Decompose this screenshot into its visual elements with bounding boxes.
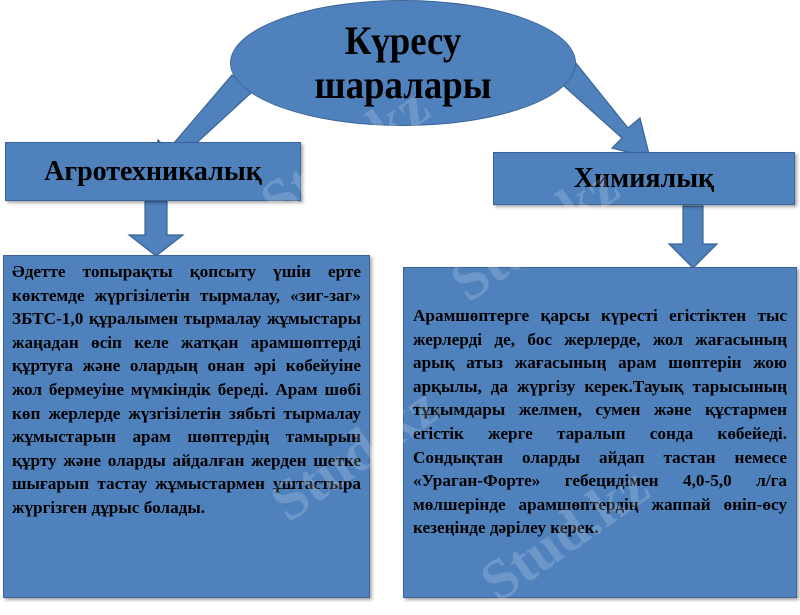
arrow-right-down-icon [667, 205, 719, 269]
branch-chemical-description: Арамшөптерге қарсы күресті егістіктен ты… [413, 306, 787, 538]
branch-agrotechnical-label: Агротехникалық [44, 155, 262, 187]
root-title-line1: Күресу [344, 18, 462, 63]
branch-chemical-header: Химиялық [493, 152, 795, 205]
branch-agrotechnical-header: Агротехникалық [5, 142, 301, 201]
branch-agrotechnical-description-box: Әдетте топырақты қопсыту үшін ерте көкте… [3, 255, 370, 598]
arrow-left-down-icon [127, 200, 185, 257]
branch-chemical-description-box: Арамшөптерге қарсы күресті егістіктен ты… [403, 267, 797, 598]
arrow-root-to-right-icon [554, 61, 651, 159]
branch-agrotechnical-description: Әдетте топырақты қопсыту үшін ерте көкте… [12, 262, 361, 517]
branch-chemical-label: Химиялық [573, 162, 715, 194]
root-node-ellipse: Күресу шаралары [230, 0, 576, 126]
root-title-line2: шаралары [314, 62, 492, 107]
